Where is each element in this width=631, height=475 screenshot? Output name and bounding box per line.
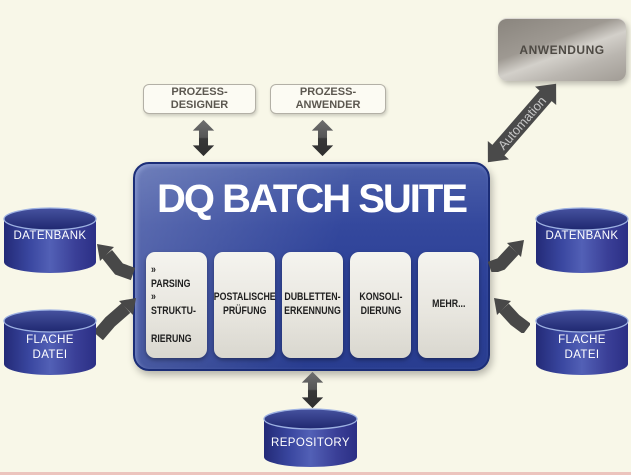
database-icon (535, 207, 629, 273)
module-dubletten-erkennung: DUBLETTEN- ERKENNUNG (282, 252, 343, 358)
datastore-label: DATENBANK (13, 230, 87, 242)
right-datenbank-cylinder: DATENBANK (535, 207, 629, 274)
module-label: MEHR... (431, 298, 466, 311)
module-label: DUBLETTEN- ERKENNUNG (284, 291, 341, 317)
datastore-label: REPOSITORY (271, 436, 350, 449)
module-label: POSTALISCHE PRÜFUNG (213, 291, 276, 317)
datastore-label: DATENBANK (545, 230, 619, 242)
arrow-left-flache-datei-to-suite-icon (93, 298, 136, 340)
repository-cylinder: REPOSITORY (263, 408, 358, 468)
anwendung-box: ANWENDUNG (498, 18, 626, 81)
database-icon (535, 309, 629, 375)
database-icon (263, 408, 358, 467)
bottom-accent-strip (0, 472, 631, 475)
anwendung-label: ANWENDUNG (519, 43, 605, 57)
datastore-label: FLACHE DATEI (26, 334, 74, 361)
automation-arrow-icon: Automation (487, 83, 557, 163)
arrow-suite-to-left-datenbank-icon (97, 244, 136, 281)
left-flache-datei-cylinder: FLACHE DATEI (3, 309, 97, 376)
arrow-suite-to-right-datenbank-icon (488, 240, 524, 272)
dq-batch-suite-box: DQ BATCH SUITE » PARSING » STRUKTU- RIER… (133, 162, 490, 371)
suite-title: DQ BATCH SUITE (156, 177, 468, 221)
module-parsing: » PARSING » STRUKTU- RIERUNG (146, 252, 207, 358)
database-icon (3, 309, 97, 375)
datastore-label: FLACHE DATEI (558, 334, 606, 361)
module-label: » PARSING » STRUKTU- RIERUNG (151, 263, 196, 345)
arrow-right-flache-datei-to-suite-icon (494, 298, 530, 333)
left-datenbank-cylinder: DATENBANK (3, 207, 97, 274)
arrow-suite-repository-icon (301, 371, 324, 409)
process-designer-box: PROZESS- DESIGNER (143, 84, 256, 114)
module-konsolidierung: KONSOLI- DIERUNG (350, 252, 411, 358)
database-icon (3, 207, 97, 273)
arrow-anwender-suite-icon (311, 119, 334, 157)
right-flache-datei-cylinder: FLACHE DATEI (535, 309, 629, 376)
automation-label: Automation (495, 93, 549, 152)
module-mehr: MEHR... (418, 252, 479, 358)
arrow-designer-suite-icon (192, 119, 215, 157)
module-label: KONSOLI- DIERUNG (358, 291, 403, 317)
process-anwender-box: PROZESS- ANWENDER (270, 84, 386, 114)
suite-modules: » PARSING » STRUKTU- RIERUNG POSTALISCHE… (146, 252, 479, 358)
module-postalische-pruefung: POSTALISCHE PRÜFUNG (214, 252, 275, 358)
